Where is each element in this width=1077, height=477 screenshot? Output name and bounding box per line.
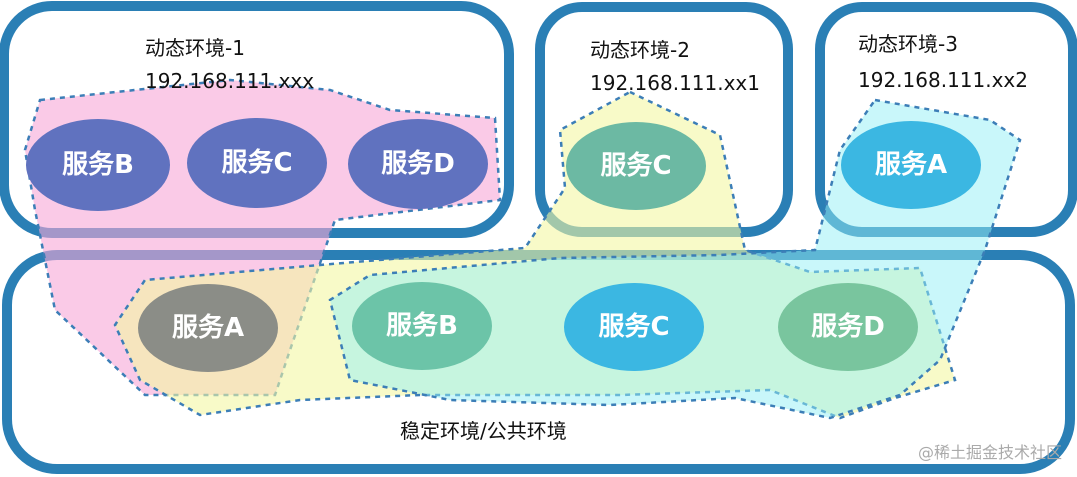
dynamic-env-1-ip: 192.168.111.xxx [145,69,314,93]
stable-service-a-label: 服务A [172,313,244,343]
dyn1-service-b-label: 服务B [62,150,134,180]
watermark: @稀土掘金技术社区 [918,443,1062,462]
dyn2-service-c-label: 服务C [600,151,671,181]
dyn1-service-c-label: 服务C [221,148,292,178]
stable-service-d-pill [778,283,918,371]
dynamic-env-2-name: 动态环境-2 [590,38,690,62]
stable-service-b-pill [352,282,492,370]
dyn3-service-a-pill [841,121,981,209]
stable-service-a-pill [138,284,278,372]
stable-service-c-label: 服务C [598,312,669,342]
dynamic-env-3-name: 动态环境-3 [858,32,958,56]
dyn1-service-d-label: 服务D [381,149,455,179]
dyn1-service-b-pill [26,119,170,211]
dyn1-service-d-pill [348,119,488,209]
dynamic-env-3-ip: 192.168.111.xx2 [858,68,1028,92]
dyn3-service-a-label: 服务A [875,150,947,180]
dyn1-service-c-pill [187,118,327,208]
dyn2-service-c-pill [566,122,706,210]
dynamic-env-2-ip: 192.168.111.xx1 [590,71,760,95]
stable-env-name: 稳定环境/公共环境 [400,419,567,443]
stable-service-b-label: 服务B [386,311,458,341]
stable-service-c-pill [564,283,704,371]
stable-service-d-label: 服务D [811,312,885,342]
dynamic-env-1-name: 动态环境-1 [145,36,245,60]
